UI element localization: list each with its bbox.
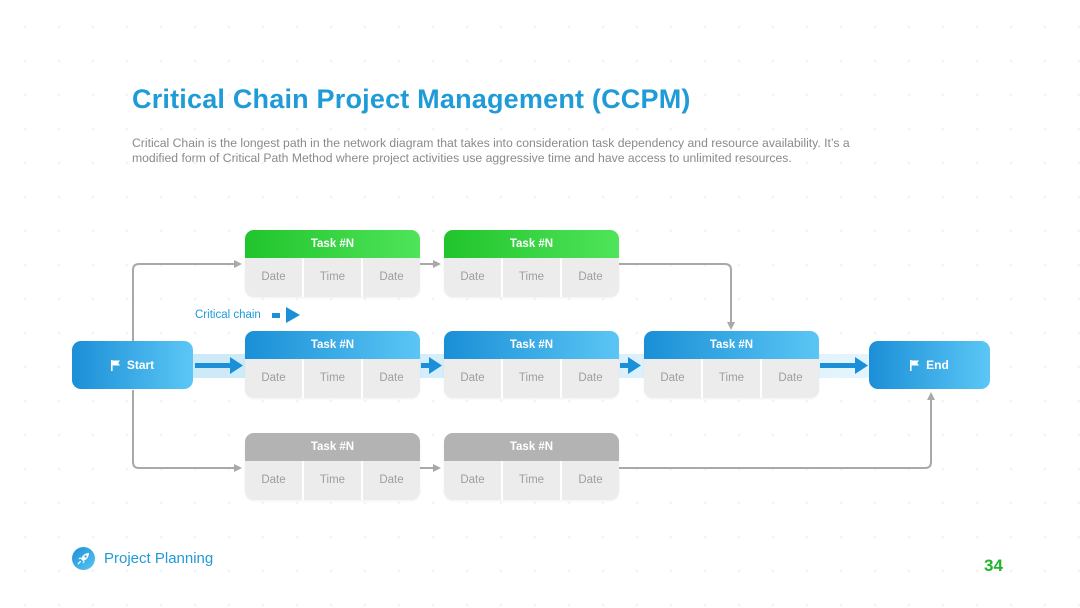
task-cell-end-date: Date [361,258,420,297]
cc-arrow-task3-to-end [820,357,868,374]
critical-chain-arrow-icon [271,307,300,323]
task-title: Task #N [444,433,619,461]
task-cell-time: Time [501,461,560,500]
task-card-top-2: Task #N Date Time Date [444,230,619,297]
line-top2-to-middle3 [619,263,735,330]
task-title: Task #N [444,230,619,258]
slide-title: Critical Chain Project Management (CCPM) [132,84,691,114]
task-card-middle-3: Task #N Date Time Date [644,331,819,398]
line-start-to-top [132,260,242,341]
task-cell-start-date: Date [261,474,286,486]
start-node: Start [72,341,193,389]
task-title: Task #N [245,433,420,461]
legend: Critical chain [195,307,301,323]
page-number: 34 [984,556,1003,575]
end-node: End [869,341,990,389]
task-cell-time: Time [302,258,361,297]
line-bottom2-to-end [619,392,935,469]
rocket-badge [72,547,95,570]
task-cell-time: Time [501,258,560,297]
cc-arrow-task1-to-task2 [421,357,442,374]
task-cell-time: Time [302,359,361,398]
flag-icon [910,359,920,371]
rocket-icon [77,553,89,565]
task-cell-time: Time [302,461,361,500]
task-title: Task #N [245,230,420,258]
end-label: End [926,358,949,372]
task-cell-end-date: Date [760,359,819,398]
task-cell-end-date: Date [361,461,420,500]
task-cell-end-date: Date [560,258,619,297]
task-title: Task #N [444,331,619,359]
task-cell-start-date: Date [261,372,286,384]
start-label: Start [126,358,155,372]
task-cell-start-date: Date [460,271,485,283]
task-cell-time: Time [501,359,560,398]
task-card-middle-2: Task #N Date Time Date [444,331,619,398]
task-card-bottom-2: Task #N Date Time Date [444,433,619,500]
task-cell-start-date: Date [261,271,286,283]
task-cell-start-date: Date [460,372,485,384]
task-cell-end-date: Date [361,359,420,398]
flag-icon [110,359,120,371]
cc-arrow-start-to-task1 [195,357,243,374]
critical-chain-arrows [195,357,868,374]
task-card-middle-1: Task #N Date Time Date [245,331,420,398]
cc-arrow-task2-to-task3 [620,357,641,374]
line-start-to-bottom [132,390,242,472]
task-card-top-1: Task #N Date Time Date [245,230,420,297]
legend-label: Critical chain [195,309,261,321]
task-cell-start-date: Date [660,372,685,384]
task-title: Task #N [245,331,420,359]
task-card-bottom-1: Task #N Date Time Date [245,433,420,500]
footer-label: Project Planning [104,550,214,567]
task-cell-time: Time [701,359,760,398]
slide-description: Critical Chain is the longest path in th… [132,136,850,165]
task-cell-end-date: Date [560,359,619,398]
task-cell-end-date: Date [560,461,619,500]
footer: Project Planning [72,547,213,570]
task-cell-start-date: Date [460,474,485,486]
task-title: Task #N [644,331,819,359]
